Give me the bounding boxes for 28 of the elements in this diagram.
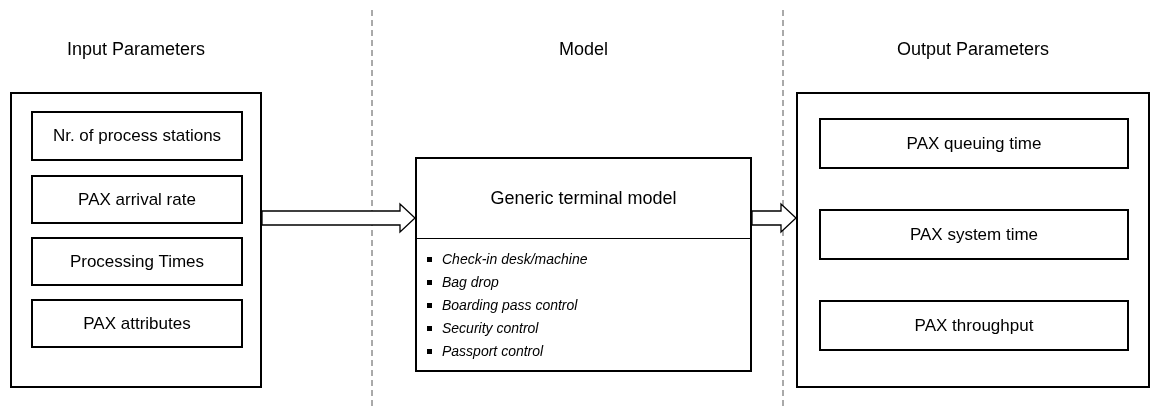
block-arrow (261, 202, 416, 234)
list-item: Passport control (442, 342, 544, 361)
parameter-label: PAX attributes (83, 312, 191, 335)
group-box (10, 92, 262, 388)
parameter-label: PAX arrival rate (78, 188, 196, 211)
column-heading: Input Parameters (65, 38, 207, 61)
list-item: Check-in desk/machine (442, 250, 588, 269)
parameter-label: Nr. of process stations (52, 125, 222, 148)
model-title: Generic terminal model (490, 187, 677, 210)
parameter-box (31, 237, 243, 286)
block-arrow (751, 202, 797, 234)
parameter-label: PAX queuing time (906, 132, 1042, 155)
parameter-label: PAX throughput (914, 314, 1034, 337)
parameter-box (31, 175, 243, 224)
parameter-box (819, 209, 1129, 260)
parameter-box (31, 299, 243, 348)
parameter-box (819, 118, 1129, 169)
parameter-label: Processing Times (69, 250, 205, 273)
parameter-box (31, 111, 243, 161)
model-box (415, 157, 752, 372)
parameter-box (819, 300, 1129, 351)
parameter-label: PAX system time (909, 223, 1039, 246)
list-item: Boarding pass control (442, 296, 578, 315)
group-box (796, 92, 1150, 388)
column-heading: Output Parameters (895, 38, 1051, 61)
list-item: Bag drop (442, 273, 499, 292)
column-heading: Model (558, 38, 609, 61)
list-item: Security control (442, 319, 539, 338)
